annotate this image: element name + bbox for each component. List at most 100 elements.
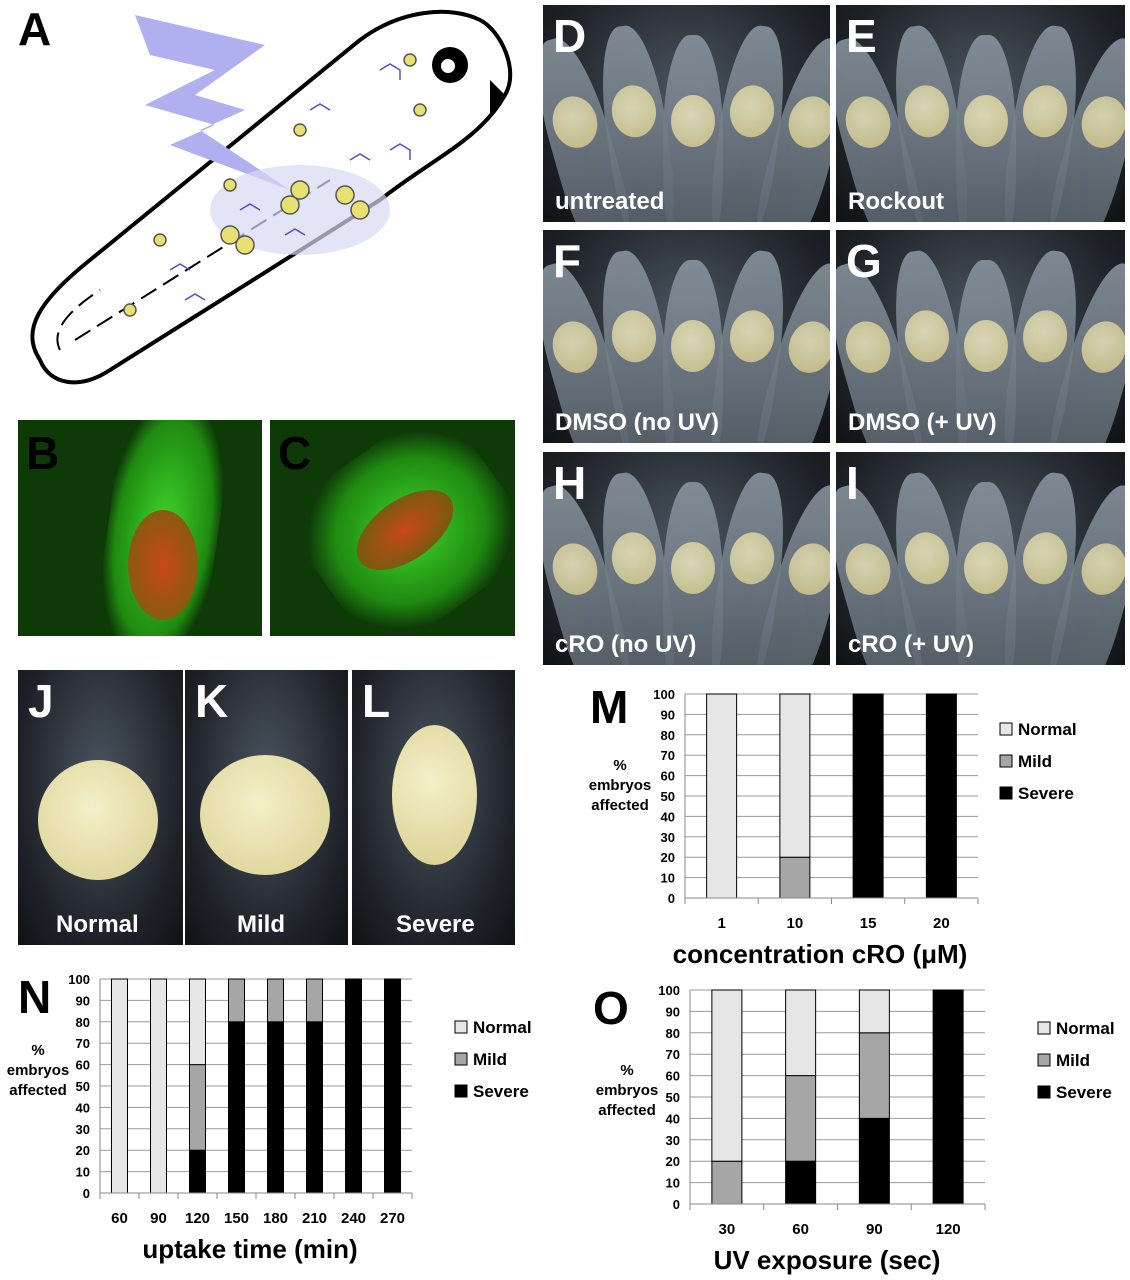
bar-normal <box>150 978 167 1194</box>
y-axis-title: affected <box>591 797 649 814</box>
panel-label: L <box>362 675 391 727</box>
y-tick-label: 10 <box>661 871 675 886</box>
panel-label: I <box>846 457 859 509</box>
bar-normal <box>711 989 743 1162</box>
y-tick-label: 30 <box>666 1133 680 1148</box>
x-tick-label: 150 <box>224 1210 249 1227</box>
bar-mild <box>306 978 323 1023</box>
tadpole-schematic <box>30 9 513 385</box>
panel-label: B <box>26 427 60 479</box>
legend-swatch-severe <box>999 786 1013 800</box>
y-tick-label: 20 <box>661 850 675 865</box>
x-tick-label: 15 <box>860 915 877 932</box>
y-tick-label: 80 <box>666 1026 680 1041</box>
y-axis-title: affected <box>9 1082 67 1099</box>
photo-caption: cRO (no UV) <box>555 631 697 658</box>
y-tick-label: 90 <box>661 707 675 722</box>
bar-severe <box>932 989 964 1205</box>
y-tick-label: 60 <box>666 1069 680 1084</box>
panel-label: O <box>593 982 629 1034</box>
y-tick-label: 100 <box>658 983 680 998</box>
panel-label: N <box>18 971 52 1023</box>
x-tick-label: 120 <box>185 1210 210 1227</box>
y-tick-label: 80 <box>76 1015 90 1030</box>
x-axis-title: concentration cRO (μM) <box>673 939 968 969</box>
y-axis-title: embryos <box>7 1062 70 1079</box>
panel-label: D <box>553 10 587 62</box>
bar-mild <box>228 978 245 1023</box>
panel-label: J <box>28 675 54 727</box>
legend-label: Normal <box>473 1018 532 1037</box>
legend-label: Mild <box>1056 1051 1090 1070</box>
panel-label: A <box>18 3 52 55</box>
y-tick-label: 90 <box>666 1004 680 1019</box>
legend-label: Severe <box>473 1082 529 1101</box>
y-tick-label: 50 <box>661 789 675 804</box>
bar-mild <box>779 856 811 899</box>
y-tick-label: 50 <box>76 1079 90 1094</box>
y-tick-label: 20 <box>666 1154 680 1169</box>
legend-label: Normal <box>1018 720 1077 739</box>
y-tick-label: 40 <box>666 1111 680 1126</box>
molecule-icons <box>123 53 427 317</box>
legend-swatch-severe <box>1037 1085 1051 1099</box>
y-axis-title: embryos <box>589 777 652 794</box>
y-tick-label: 20 <box>76 1143 90 1158</box>
legend-swatch-normal <box>1037 1021 1051 1035</box>
panel-label: G <box>846 235 882 287</box>
legend-swatch-mild <box>999 754 1013 768</box>
y-axis-title: embryos <box>596 1082 659 1099</box>
x-tick-label: 180 <box>263 1210 288 1227</box>
photo-caption: Mild <box>237 911 285 938</box>
legend-label: Mild <box>473 1050 507 1069</box>
x-tick-label: 240 <box>341 1210 366 1227</box>
embryo <box>956 260 1016 443</box>
y-tick-label: 30 <box>661 830 675 845</box>
panel-e-photo: E Rockout <box>836 5 1125 222</box>
bar-severe <box>306 1021 323 1194</box>
legend-label: Severe <box>1018 784 1074 803</box>
panel-d-photo: D untreated <box>543 5 830 222</box>
x-tick-label: 120 <box>936 1221 961 1238</box>
photo-caption: DMSO (no UV) <box>555 409 719 436</box>
x-axis-title: uptake time (min) <box>142 1234 357 1264</box>
photo-caption: DMSO (+ UV) <box>848 409 997 436</box>
y-tick-label: 10 <box>76 1165 90 1180</box>
bar-normal <box>779 693 811 858</box>
legend-swatch-normal <box>454 1020 468 1034</box>
panel-h-photo: H cRO (no UV) <box>543 452 830 665</box>
photo-caption: untreated <box>555 188 665 215</box>
x-tick-label: 210 <box>302 1210 327 1227</box>
bar-normal <box>189 978 206 1066</box>
y-axis-title: % <box>613 757 626 774</box>
panel-label: F <box>553 235 582 287</box>
x-tick-label: 1 <box>717 915 725 932</box>
bar-severe <box>345 978 362 1194</box>
legend-label: Severe <box>1056 1083 1112 1102</box>
y-tick-label: 60 <box>76 1058 90 1073</box>
photo-caption: Severe <box>396 911 475 938</box>
bar-mild <box>267 978 284 1023</box>
legend-swatch-mild <box>454 1052 468 1066</box>
y-tick-label: 70 <box>76 1036 90 1051</box>
y-tick-label: 100 <box>68 972 90 987</box>
panel-g-photo: G DMSO (+ UV) <box>836 230 1125 443</box>
bar-severe <box>925 693 957 899</box>
y-tick-label: 0 <box>673 1197 680 1212</box>
photo-caption: cRO (+ UV) <box>848 631 975 658</box>
y-tick-label: 50 <box>666 1090 680 1105</box>
legend-label: Normal <box>1056 1019 1115 1038</box>
panel-label: M <box>590 681 629 733</box>
legend-swatch-normal <box>999 722 1013 736</box>
y-axis-title: % <box>31 1042 44 1059</box>
panel-k-photo: K Mild <box>185 670 348 945</box>
x-tick-label: 60 <box>111 1210 128 1227</box>
panel-label: E <box>846 10 877 62</box>
